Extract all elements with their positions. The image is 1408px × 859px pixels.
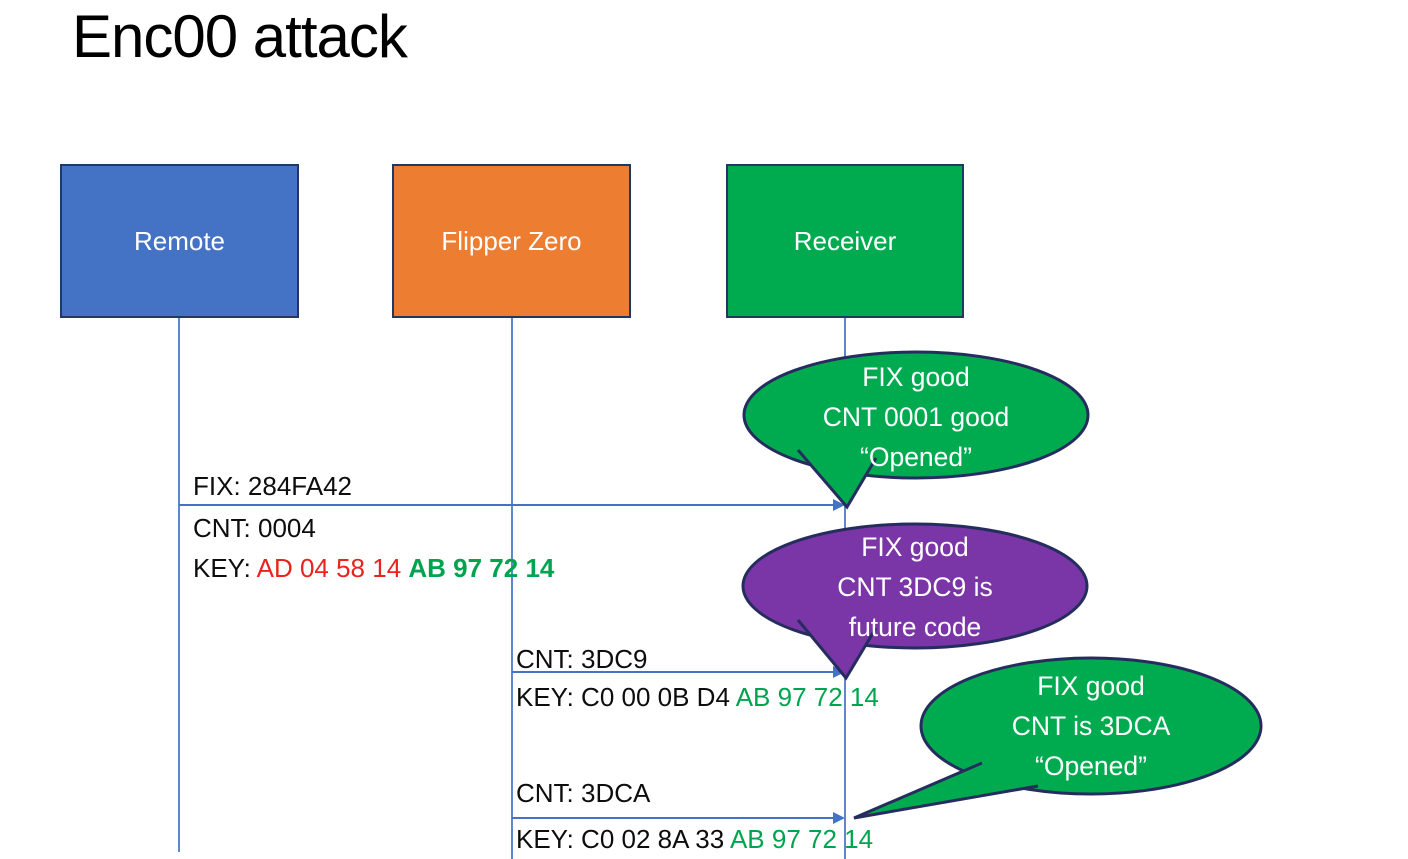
speech-bubble-3-shape (853, 656, 1263, 820)
message-2-key-label: KEY: C0 00 0B D4 AB 97 72 14 (516, 681, 879, 713)
message-3-key-prefix: KEY: C0 02 8A 33 (516, 824, 730, 854)
message-2-key-prefix: KEY: C0 00 0B D4 (516, 682, 736, 712)
speech-bubble-3-line3: “Opened” (1035, 751, 1147, 781)
message-2-cnt-label: CNT: 3DC9 (516, 644, 648, 674)
speech-bubble-3-text: FIX good CNT is 3DCA “Opened” (920, 666, 1262, 786)
speech-bubble-3-line1: FIX good (1037, 671, 1145, 701)
speech-bubble-3-tail (853, 761, 1039, 820)
message-arrow-3-line (512, 817, 835, 819)
message-arrow-3-head-icon (833, 812, 845, 824)
actor-box-receiver: Receiver (726, 164, 964, 318)
actor-box-flipper-zero: Flipper Zero (392, 164, 631, 318)
speech-bubble-3-ellipse (919, 656, 1263, 796)
lifeline-remote (178, 318, 180, 852)
message-1-key-green-bytes: AB 97 72 14 (408, 553, 555, 583)
message-1-cnt-label: CNT: 0004 (193, 513, 316, 543)
speech-bubble-2-shape (741, 522, 1089, 681)
speech-bubble-1-line2: CNT 0001 good (822, 402, 1010, 432)
speech-bubble-1-shape (742, 350, 1090, 510)
message-1-key-red-bytes: AD 04 58 14 (256, 553, 409, 583)
message-arrow-2-line (512, 671, 835, 673)
message-2-key-green-bytes: AB 97 72 14 (735, 682, 879, 712)
speech-bubble-2-line2: CNT 3DC9 is (837, 572, 993, 602)
message-3-cnt-label: CNT: 3DCA (516, 778, 651, 808)
speech-bubble-1-ellipse (742, 350, 1090, 480)
speech-bubble-1-line1: FIX good (862, 362, 970, 392)
actor-label-flipper-zero: Flipper Zero (441, 225, 582, 256)
actor-label-remote: Remote (133, 225, 226, 256)
page-title: Enc00 attack (72, 3, 408, 70)
actor-box-remote: Remote (60, 164, 299, 318)
message-arrow-1-line (179, 504, 835, 506)
speech-bubble-2-tail (796, 619, 878, 681)
speech-bubble-1-line3: “Opened” (860, 442, 972, 472)
speech-bubble-2-line3: future code (848, 612, 982, 642)
speech-bubble-1-text: FIX good CNT 0001 good “Opened” (742, 357, 1090, 477)
message-1-key-prefix: KEY: (193, 553, 257, 583)
lifeline-flipper-zero (511, 318, 513, 859)
speech-bubble-2-line1: FIX good (861, 532, 969, 562)
message-1-key-label: KEY: AD 04 58 14 AB 97 72 14 (193, 552, 554, 584)
speech-bubble-2-text: FIX good CNT 3DC9 is future code (742, 527, 1088, 647)
message-1-fix-label: FIX: 284FA42 (193, 471, 352, 501)
speech-bubble-2-ellipse (741, 522, 1089, 650)
actor-label-receiver: Receiver (793, 225, 897, 256)
message-3-key-label: KEY: C0 02 8A 33 AB 97 72 14 (516, 823, 873, 855)
message-3-key-green-bytes: AB 97 72 14 (729, 824, 874, 854)
speech-bubble-3-line2: CNT is 3DCA (1011, 711, 1171, 741)
speech-bubble-1-tail (796, 449, 878, 510)
